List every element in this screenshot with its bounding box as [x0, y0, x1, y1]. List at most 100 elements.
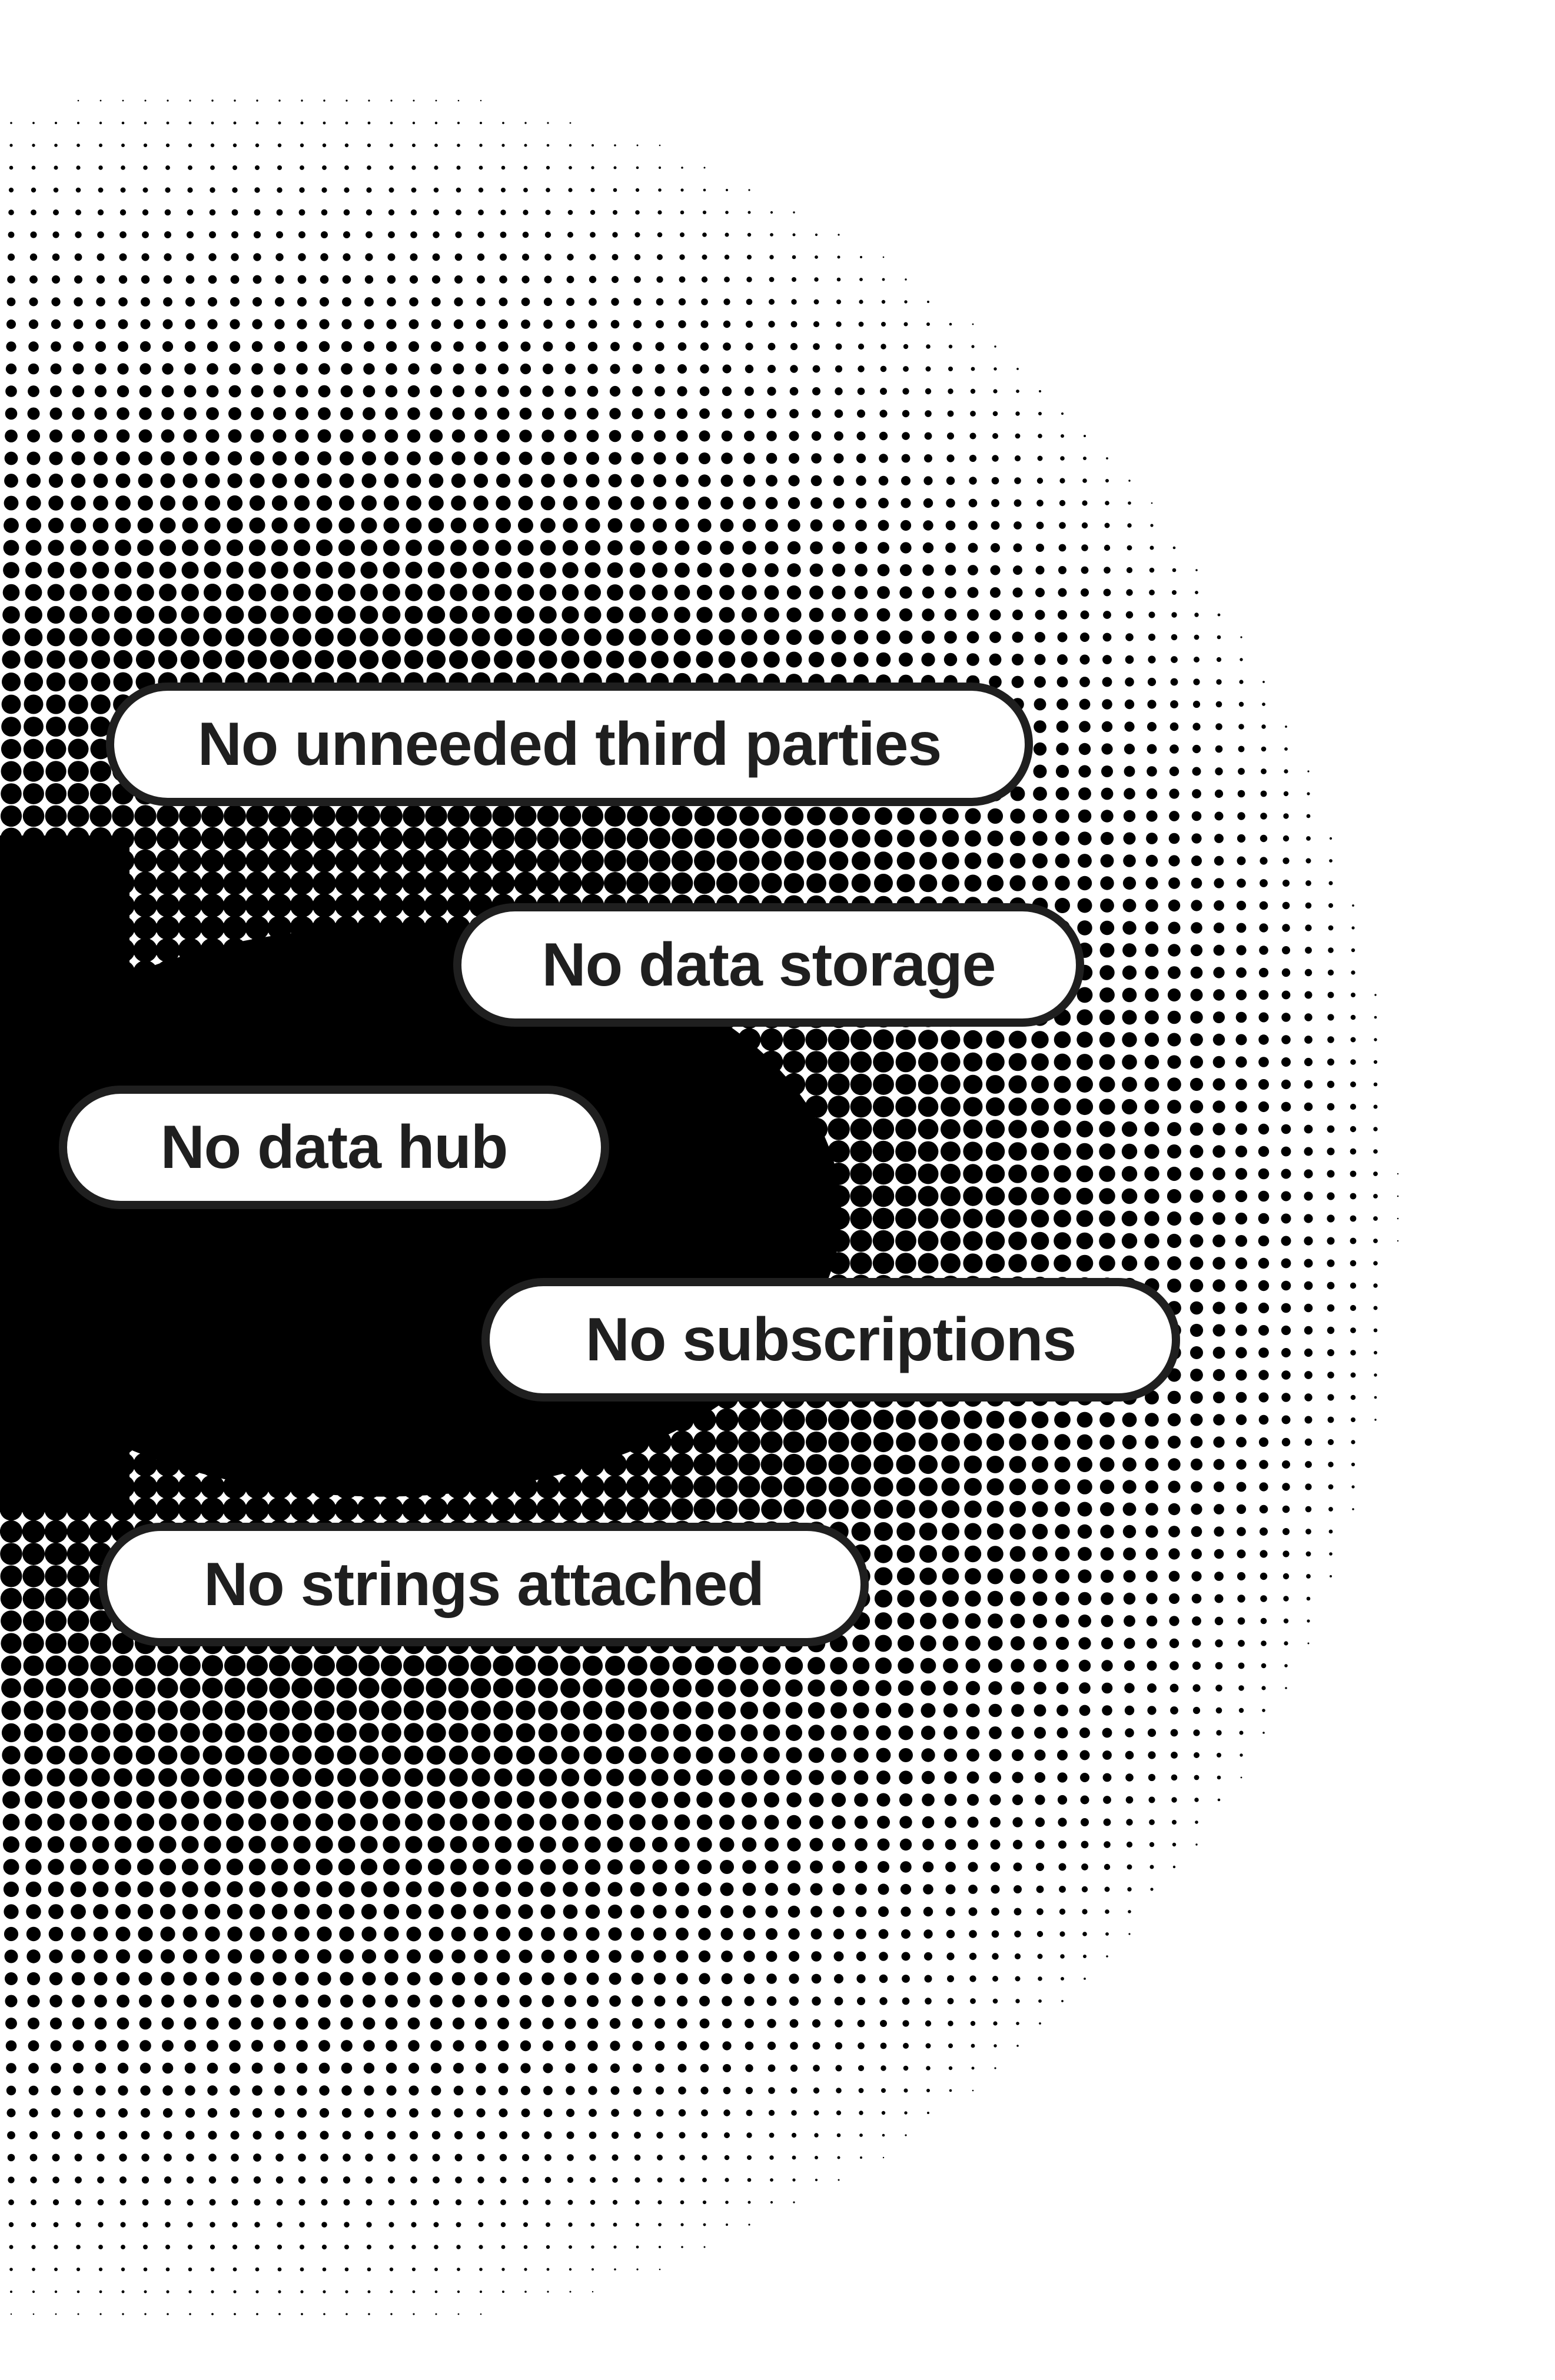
halftone-dot: [366, 209, 373, 216]
halftone-dot: [833, 453, 844, 464]
halftone-dot: [521, 2153, 530, 2162]
halftone-dot: [94, 1995, 107, 2008]
halftone-dot: [1351, 993, 1355, 997]
halftone-dot: [497, 430, 510, 442]
halftone-dot: [881, 322, 886, 327]
halftone-dot: [647, 1050, 672, 1074]
halftone-dot: [544, 2131, 552, 2139]
halftone-dot: [293, 628, 311, 647]
halftone-dot: [1235, 1190, 1248, 1203]
halftone-dot: [340, 385, 353, 398]
halftone-dot: [1327, 1125, 1335, 1133]
halftone-dot: [357, 827, 381, 850]
halftone-dot: [22, 871, 45, 895]
halftone-dot: [829, 851, 849, 871]
halftone-dot: [968, 521, 978, 530]
halftone-dot: [117, 363, 129, 375]
halftone-dot: [476, 2063, 486, 2073]
halftone-dot: [91, 605, 110, 624]
halftone-dot: [602, 1094, 628, 1120]
halftone-dot: [270, 650, 290, 670]
halftone-dot: [652, 1836, 668, 1853]
halftone-dot: [365, 2153, 373, 2162]
halftone-dot: [673, 651, 691, 668]
halftone-dot: [874, 829, 893, 848]
halftone-dot: [586, 1972, 599, 1985]
halftone-dot: [274, 363, 285, 375]
halftone-dot: [720, 518, 734, 532]
halftone-dot: [225, 1790, 244, 1809]
halftone-dot: [746, 2109, 753, 2116]
halftone-dot: [1350, 1327, 1356, 1333]
halftone-dot: [1146, 1570, 1158, 1582]
halftone-dot: [468, 1228, 494, 1254]
halftone-dot: [716, 1498, 738, 1520]
halftone-dot: [401, 1049, 427, 1075]
halftone-dot: [431, 2085, 441, 2096]
halftone-dot: [401, 1317, 427, 1343]
halftone-dot: [267, 916, 292, 940]
halftone-dot: [945, 1839, 956, 1850]
halftone-dot: [200, 1027, 225, 1053]
halftone-dot: [430, 407, 443, 420]
halftone-dot: [1236, 1482, 1247, 1492]
halftone-dot: [115, 1904, 131, 1919]
halftone-dot: [182, 540, 198, 556]
halftone-dot: [378, 1317, 404, 1343]
halftone-dot: [607, 1814, 623, 1830]
halftone-dot: [624, 1250, 650, 1276]
halftone-dot: [490, 1206, 516, 1231]
halftone-dot: [1304, 1236, 1313, 1246]
halftone-dot: [700, 2041, 709, 2051]
halftone-dot: [1, 1723, 21, 1743]
halftone-dot: [133, 1497, 158, 1522]
halftone-dot: [200, 1049, 225, 1075]
halftone-dot: [716, 1476, 738, 1498]
halftone-dot: [632, 1995, 643, 2007]
halftone-dot: [200, 1429, 225, 1455]
halftone-dot: [989, 1726, 1002, 1739]
halftone-dot: [1260, 790, 1267, 797]
halftone-dot: [1036, 500, 1044, 507]
halftone-dot: [1194, 1752, 1200, 1758]
halftone-dot: [584, 606, 602, 624]
halftone-dot: [859, 278, 863, 281]
halftone-dot: [1352, 1508, 1354, 1510]
halftone-dot: [724, 2155, 730, 2161]
halftone-dot: [267, 982, 293, 1008]
halftone-dot: [408, 2062, 420, 2074]
halftone-dot: [92, 584, 109, 601]
halftone-dot: [1145, 966, 1159, 980]
halftone-dot: [764, 585, 779, 600]
halftone-dot: [88, 1005, 113, 1030]
halftone-dot: [989, 1749, 1002, 1762]
halftone-dot: [722, 386, 732, 397]
halftone-dot: [1011, 675, 1024, 688]
halftone-dot: [389, 143, 394, 148]
halftone-dot: [1304, 1057, 1313, 1067]
halftone-dot: [808, 1702, 825, 1719]
halftone-dot: [453, 385, 464, 397]
halftone-dot: [1235, 1146, 1247, 1157]
halftone-dot: [966, 1771, 979, 1784]
halftone-dot: [177, 1206, 203, 1231]
halftone-dot: [1193, 1729, 1200, 1736]
halftone-dot: [364, 2108, 374, 2118]
halftone-dot: [24, 717, 44, 737]
halftone-dot: [693, 1408, 716, 1432]
halftone-dot: [454, 297, 463, 307]
halftone-dot: [378, 1273, 404, 1299]
halftone-dot: [93, 1904, 108, 1919]
halftone-dot: [407, 407, 420, 420]
halftone-dot: [383, 1836, 400, 1853]
halftone-dot: [1283, 791, 1289, 797]
halftone-dot: [133, 1474, 158, 1499]
halftone-dot: [1374, 1373, 1377, 1377]
halftone-dot: [268, 871, 291, 895]
halftone-dot: [1034, 1704, 1046, 1717]
halftone-dot: [972, 2089, 974, 2092]
halftone-dot: [470, 1655, 491, 1676]
halftone-dot: [315, 1858, 333, 1876]
halftone-dot: [1397, 1173, 1399, 1175]
halftone-dot: [782, 1073, 806, 1096]
